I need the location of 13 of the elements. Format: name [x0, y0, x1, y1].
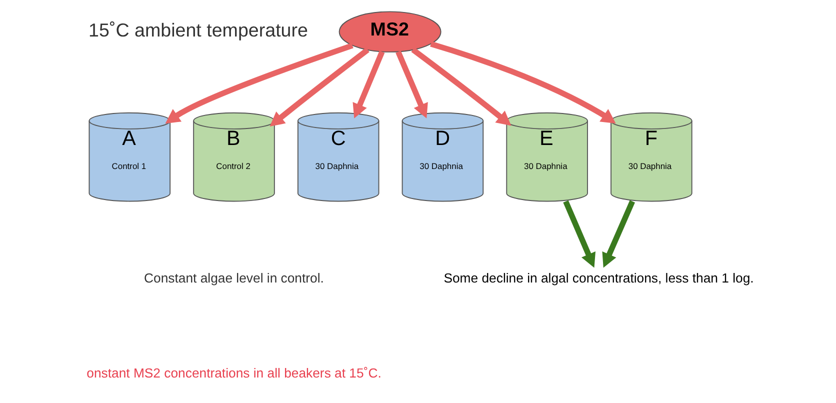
arrow [269, 48, 369, 126]
arrow [602, 200, 634, 268]
node-ellipse: MS2 [338, 11, 441, 52]
label: 15˚C ambient temperature [88, 20, 308, 41]
label: onstant MS2 concentrations in all beakers at 15˚C. [86, 366, 381, 381]
node-text: Some decline in algal concentrations, less than 1 log. [443, 270, 754, 286]
arrow [562, 200, 596, 268]
arrow [164, 42, 353, 124]
arrow [352, 50, 384, 118]
arrow [410, 47, 511, 126]
arrow [430, 41, 616, 124]
arrow [395, 50, 428, 118]
label: Constant algae level in control. [144, 270, 324, 286]
